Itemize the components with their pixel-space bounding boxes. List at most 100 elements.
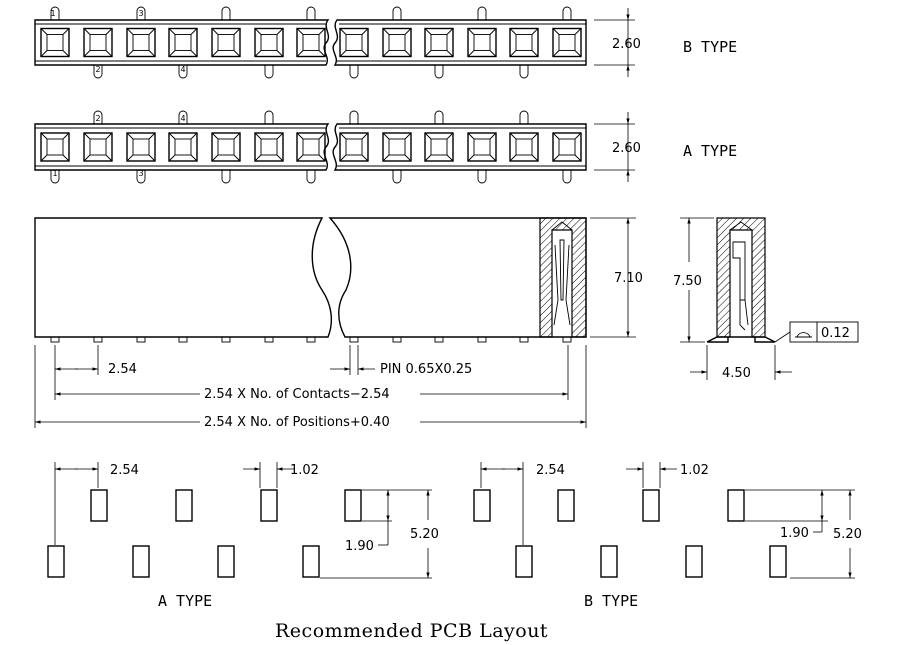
b-type-label: B TYPE (683, 38, 737, 56)
pin-size-note: PIN 0.65X0.25 (380, 362, 472, 377)
side-view: 7.10 2.54 PIN 0.65X0.25 2.54 X No. of Co… (34, 217, 643, 430)
pin-lead (392, 6, 402, 20)
pin-tail (519, 336, 529, 343)
flatness-symbol-icon (795, 332, 812, 338)
contact-cell (382, 27, 412, 58)
pcb-b-pitch-dim: 2.54 (536, 463, 565, 478)
contact-cell (211, 27, 241, 58)
pin-lead (306, 6, 316, 20)
contact-cell (254, 27, 284, 58)
pin-lead (178, 110, 188, 124)
pin-lead (93, 65, 103, 79)
pin-tail (349, 336, 359, 343)
pin-lead (93, 110, 103, 124)
pin-lead (562, 170, 572, 184)
pin-tail (392, 336, 402, 343)
b-pin-number-4: 4 (180, 65, 185, 74)
contact-cell (40, 27, 70, 58)
pcb-b-label: B TYPE (584, 592, 638, 610)
end-view: 7.50 4.50 0.12 (673, 217, 859, 381)
pcb-pad (260, 489, 278, 522)
pcb-pad (132, 545, 150, 578)
pin-lead (434, 110, 444, 124)
contact-cell (424, 27, 454, 58)
a-type-top-view: 2 4 1 3 2.60 A TYPE (34, 110, 737, 184)
pin-tail (264, 336, 274, 343)
b-pin-number-2: 2 (95, 65, 100, 74)
housing-left-segment (34, 19, 330, 66)
contact-cell (382, 132, 412, 162)
pcb-pad (302, 545, 320, 578)
side-pitch-dim: 2.54 (108, 362, 137, 377)
contact-cell (254, 132, 284, 162)
pcb-pad (473, 489, 491, 522)
contacts-formula-dim: 2.54 X No. of Contacts−2.54 (204, 387, 390, 402)
contact-cell (339, 27, 369, 58)
contact-cell (126, 27, 156, 58)
contact-cell (296, 132, 326, 162)
pcb-pad (642, 489, 660, 522)
pcb-a-label: A TYPE (158, 592, 212, 610)
end-height-dim: 7.50 (673, 274, 702, 289)
contact-cell (552, 27, 582, 58)
pcb-pad (90, 489, 108, 522)
pin-lead (349, 65, 359, 79)
side-height-dim: 7.10 (614, 271, 643, 286)
contact-cell (424, 132, 454, 162)
contact-cell (467, 132, 497, 162)
a-pin-number-3: 3 (138, 169, 143, 178)
a-type-label: A TYPE (683, 142, 737, 160)
pcb-layout-b: 2.54 1.02 1.90 5.20 B TYPE (473, 462, 862, 610)
pin-lead (136, 170, 146, 184)
pin-lead (178, 65, 188, 79)
pcb-a-row-offset-dim: 1.90 (345, 539, 374, 554)
contact-cell (339, 132, 369, 162)
b-pin-number-1: 1 (50, 9, 55, 18)
flatness-value: 0.12 (821, 326, 850, 341)
contact-cell (83, 27, 113, 58)
b-height-dim: 2.60 (612, 37, 641, 52)
pin-lead (50, 170, 60, 184)
a-pin-number-1: 1 (52, 169, 57, 178)
pin-tail (434, 336, 444, 343)
contact-cell (509, 27, 539, 58)
pcb-a-pad-width-dim: 1.02 (290, 463, 319, 478)
pcb-pad (217, 545, 235, 578)
b-pin-number-3: 3 (138, 9, 143, 18)
contact-cell (509, 132, 539, 162)
pcb-pad (600, 545, 618, 578)
pcb-pad (727, 489, 745, 522)
pin-tail (306, 336, 316, 343)
pcb-layout-a: 2.54 1.02 1.90 5.20 A TYPE (47, 462, 439, 610)
b-type-top-view: 1 3 2 4 2.60 B TYPE (34, 6, 737, 79)
pin-lead (562, 6, 572, 20)
contact-cell (83, 132, 113, 162)
pin-lead (519, 65, 529, 79)
contact-cell (168, 27, 198, 58)
pcb-b-span-dim: 5.20 (833, 527, 862, 542)
a-pin-number-2: 2 (95, 114, 100, 123)
contact-cell (168, 132, 198, 162)
pin-lead (519, 110, 529, 124)
pin-lead (264, 65, 274, 79)
pcb-pad (47, 545, 65, 578)
pin-lead (264, 110, 274, 124)
a-height-dim: 2.60 (612, 141, 641, 156)
end-width-dim: 4.50 (722, 366, 751, 381)
housing-left-segment (34, 123, 330, 171)
pcb-pad (685, 545, 703, 578)
pin-lead (306, 170, 316, 184)
pin-lead (477, 170, 487, 184)
positions-formula-dim: 2.54 X No. of Positions+0.40 (204, 415, 390, 430)
contact-cell (467, 27, 497, 58)
pcb-pad (515, 545, 533, 578)
pin-tail (477, 336, 487, 343)
contact-cell (211, 132, 241, 162)
pcb-pad (175, 489, 193, 522)
pcb-layout-caption: Recommended PCB Layout (275, 620, 548, 642)
contact-cell (40, 132, 70, 162)
contact-cell (296, 27, 326, 58)
pcb-a-span-dim: 5.20 (410, 527, 439, 542)
pin-tail (562, 336, 572, 343)
